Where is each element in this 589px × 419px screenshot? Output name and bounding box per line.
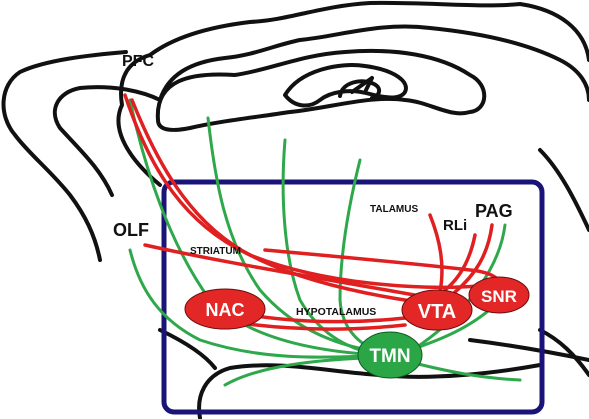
brainstem-contour xyxy=(158,328,217,370)
ventricle-inner-curl xyxy=(338,79,381,100)
corpus-callosum xyxy=(155,48,487,132)
tmn-node: TMN xyxy=(357,331,423,379)
vta-label: VTA xyxy=(418,301,457,323)
frontal-lobe-contour xyxy=(1,50,128,262)
red-talamus xyxy=(428,213,444,294)
region-box xyxy=(161,179,545,415)
snr-node: SNR xyxy=(468,276,530,314)
ventricle-arrow xyxy=(350,76,374,94)
lower-brainstem-contour-2 xyxy=(468,338,589,362)
green-cortex-branch-1 xyxy=(206,116,382,354)
cortex-inner-contour xyxy=(158,24,589,102)
red-pag xyxy=(453,223,494,294)
red-pfc-to-vta xyxy=(130,98,442,307)
red-rli xyxy=(443,233,477,292)
nac-label: NAC xyxy=(206,300,245,320)
lateral-ventricle xyxy=(283,63,408,108)
rli-label: RLi xyxy=(443,217,467,234)
pag-label: PAG xyxy=(475,201,513,221)
green-brainstem-branch xyxy=(223,356,367,387)
nac-node: NAC xyxy=(184,288,266,330)
green-cortex-branch-3 xyxy=(338,158,382,354)
snr-label: SNR xyxy=(481,287,517,306)
olfactory-tract-contour xyxy=(52,85,162,197)
green-olf-to-tmn xyxy=(128,248,367,359)
hypotalamus-label: HYPOTALAMUS xyxy=(296,306,376,318)
talamus-label: TALAMUS xyxy=(370,204,418,215)
red-olf-to-vta xyxy=(143,243,422,298)
nac-ellipse xyxy=(184,288,266,330)
tmn-label: TMN xyxy=(369,346,410,367)
cortex-outer-contour xyxy=(116,0,589,187)
green-cortex-branch-2 xyxy=(281,138,382,357)
snr-ellipse xyxy=(468,276,530,314)
olf-label: OLF xyxy=(113,220,149,240)
tmn-ellipse xyxy=(357,331,423,379)
right-edge-contour xyxy=(538,328,589,377)
pfc-label: PFC xyxy=(122,53,154,70)
occipital-contour xyxy=(538,148,589,232)
green-lower-branch xyxy=(408,360,522,382)
vta-node: VTA xyxy=(401,289,473,331)
green-pathways xyxy=(128,98,522,387)
vta-ellipse xyxy=(401,289,473,331)
striatum-label: STRIATUM xyxy=(190,246,241,257)
red-striatum xyxy=(263,248,502,287)
